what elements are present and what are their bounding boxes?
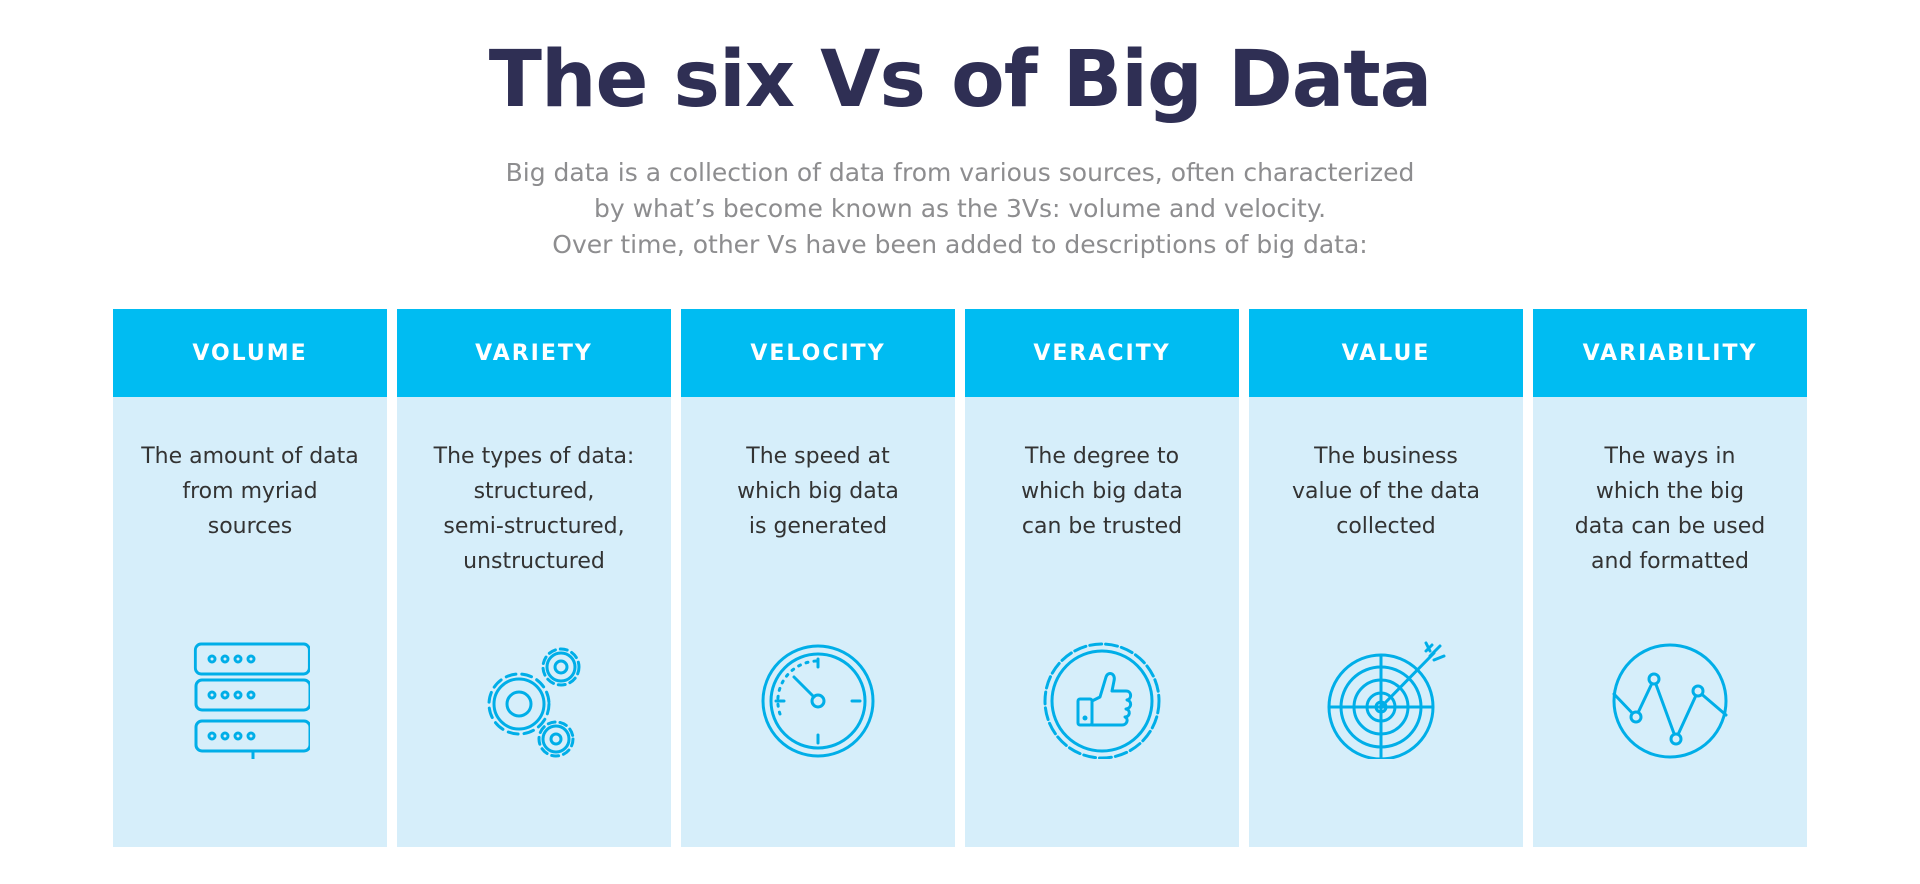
card-description: The amount of data from myriad sources: [113, 439, 387, 544]
card-description-line: which the big: [1595, 479, 1745, 504]
card-description-line: which big data: [1021, 479, 1183, 504]
intro-line: Over time, other Vs have been added to d…: [552, 230, 1368, 259]
v-cards: VOLUME The amount of data from myriad so…: [113, 309, 1807, 847]
page-title: The six Vs of Big Data: [488, 35, 1433, 125]
card-veracity: VERACITY The degree to which big data ca…: [965, 309, 1239, 847]
card-heading: VOLUME: [113, 309, 387, 397]
intro-line: by what’s become known as the 3Vs: volum…: [593, 194, 1327, 223]
server-stack-icon: [190, 639, 310, 759]
card-description: The types of data: structured, semi-stru…: [397, 439, 671, 579]
line-graph-circle-icon: [1610, 639, 1730, 759]
card-description-line: unstructured: [463, 549, 605, 574]
card-description: The ways in which the big data can be us…: [1533, 439, 1807, 579]
card-description-line: data can be used: [1574, 514, 1766, 539]
card-description-line: collected: [1336, 514, 1436, 539]
card-velocity: VELOCITY The speed at which big data is …: [681, 309, 955, 847]
card-heading: VELOCITY: [681, 309, 955, 397]
card-description-line: semi-structured,: [443, 514, 625, 539]
card-description-line: and formatted: [1591, 549, 1749, 574]
card-description-line: structured,: [473, 479, 595, 504]
card-description-line: which big data: [737, 479, 899, 504]
target-arrow-icon: [1326, 639, 1446, 759]
intro-text: Big data is a collection of data from va…: [0, 155, 1920, 263]
card-description-line: The ways in: [1604, 444, 1736, 469]
card-description-line: value of the data: [1292, 479, 1480, 504]
card-description-line: from myriad: [182, 479, 318, 504]
card-description-line: can be trusted: [1021, 514, 1183, 539]
card-description-line: The types of data:: [433, 444, 635, 469]
intro-line: Big data is a collection of data from va…: [505, 158, 1415, 187]
card-value: VALUE The business value of the data col…: [1249, 309, 1523, 847]
card-heading: VERACITY: [965, 309, 1239, 397]
card-description: The speed at which big data is generated: [681, 439, 955, 544]
card-description-line: The business: [1314, 444, 1458, 469]
card-heading: VARIETY: [397, 309, 671, 397]
speedometer-icon: [758, 639, 878, 759]
thumbs-up-badge-icon: [1042, 639, 1162, 759]
card-heading: VARIABILITY: [1533, 309, 1807, 397]
card-description-line: The degree to: [1024, 444, 1180, 469]
card-description: The degree to which big data can be trus…: [965, 439, 1239, 544]
card-description-line: sources: [207, 514, 293, 539]
card-volume: VOLUME The amount of data from myriad so…: [113, 309, 387, 847]
card-variety: VARIETY The types of data: structured, s…: [397, 309, 671, 847]
card-description: The business value of the data collected: [1249, 439, 1523, 544]
card-description-line: The amount of data: [141, 444, 359, 469]
card-variability: VARIABILITY The ways in which the big da…: [1533, 309, 1807, 847]
gears-icon: [474, 639, 594, 759]
card-description-line: The speed at: [746, 444, 890, 469]
card-description-line: is generated: [748, 514, 888, 539]
card-heading: VALUE: [1249, 309, 1523, 397]
